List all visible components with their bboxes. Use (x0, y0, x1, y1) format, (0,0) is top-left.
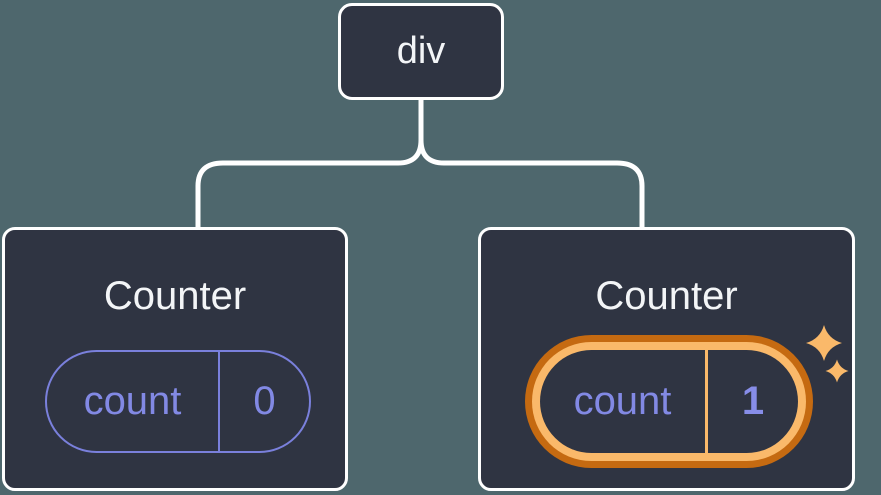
state-key-label: count (47, 352, 220, 451)
counter-card-right: Counter count 1 (478, 227, 855, 491)
sparkle-small (825, 359, 849, 383)
state-pill-core: count 1 (540, 350, 798, 453)
component-title-left: Counter (103, 274, 247, 318)
state-pill-left: count 0 (45, 350, 311, 453)
connector-left-branch (195, 97, 424, 232)
state-value: 0 (253, 379, 276, 423)
state-key-label: count (540, 350, 708, 453)
state-pill-highlighted: count 1 (525, 335, 813, 468)
counter-card-left: Counter count 0 (2, 227, 348, 491)
highlight-ring: count 1 (532, 342, 806, 461)
root-node-label: div (396, 30, 446, 72)
state-value: 1 (741, 379, 765, 423)
connector-right-branch (418, 97, 645, 232)
component-title-right: Counter (595, 274, 738, 318)
root-node: div (338, 3, 504, 100)
sparkle-large (806, 325, 842, 361)
